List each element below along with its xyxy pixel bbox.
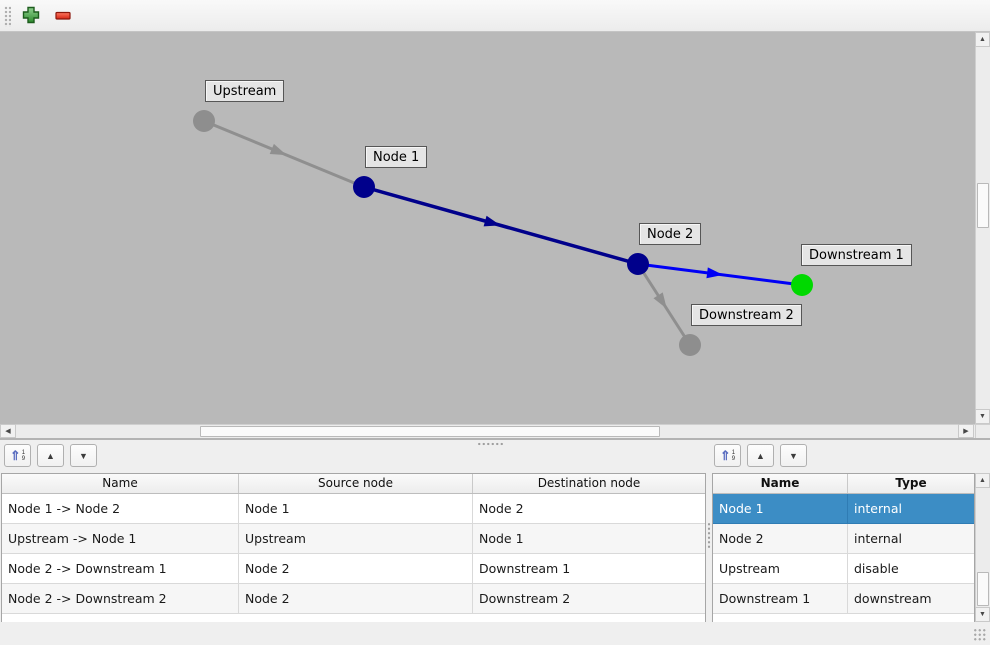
edge-name-cell[interactable]: Node 1 -> Node 2 — [2, 494, 239, 524]
node-name-cell[interactable]: Upstream — [713, 554, 848, 584]
destination-node-cell[interactable]: Node 1 — [473, 524, 705, 554]
destination-node-cell[interactable]: Downstream 2 — [473, 584, 705, 614]
destination-node-cell[interactable]: Downstream 1 — [473, 554, 705, 584]
edge-name-cell[interactable]: Upstream -> Node 1 — [2, 524, 239, 554]
node-upstream[interactable] — [193, 110, 215, 132]
plus-icon — [21, 5, 41, 28]
triangle-down-icon: ▼ — [789, 450, 798, 461]
remove-node-button[interactable] — [51, 5, 75, 28]
node-label-downstream2[interactable]: Downstream 2 — [691, 304, 802, 326]
edge-arrow-icon — [653, 292, 667, 309]
node-downstream2[interactable] — [679, 334, 701, 356]
column-header-name[interactable]: Name — [2, 474, 239, 493]
source-node-cell[interactable]: Upstream — [239, 524, 473, 554]
toolbar-grip[interactable] — [4, 6, 11, 27]
column-header-source-node[interactable]: Source node — [239, 474, 473, 493]
edge-name-cell[interactable]: Node 2 -> Downstream 1 — [2, 554, 239, 584]
horizontal-scrollbar-thumb[interactable] — [200, 426, 660, 437]
add-node-button[interactable] — [19, 5, 43, 28]
triangle-right-icon: ▶ — [963, 428, 969, 435]
nodes-table-header: Name Type — [713, 474, 974, 494]
node-type-cell[interactable]: internal — [848, 524, 974, 554]
node-type-cell[interactable]: disable — [848, 554, 974, 584]
node-name-cell[interactable]: Node 1 — [713, 494, 848, 524]
empty-row — [713, 614, 974, 622]
node-downstream1[interactable] — [791, 274, 813, 296]
column-header-destination-node[interactable]: Destination node — [537, 476, 641, 490]
graph-vertical-scrollbar[interactable]: ▲ ▼ — [975, 32, 990, 424]
triangle-up-icon: ▲ — [756, 450, 765, 461]
triangle-down-icon: ▼ — [979, 413, 986, 420]
scroll-down-button[interactable]: ▼ — [975, 409, 990, 424]
graph-horizontal-scrollbar[interactable]: ◀ ▶ — [0, 424, 975, 438]
edges-table: Name Source node Destination node Node 1… — [1, 473, 706, 622]
triangle-left-icon: ◀ — [5, 428, 11, 435]
table-row[interactable]: Node 1 -> Node 2 Node 1 Node 2 — [2, 494, 705, 524]
main-toolbar — [0, 0, 990, 32]
edge-node1-to-node2[interactable] — [363, 185, 639, 266]
minus-icon — [53, 5, 73, 28]
move-node-up-button[interactable]: ▲ — [747, 444, 774, 467]
triangle-up-icon: ▲ — [979, 477, 986, 484]
scrollbar-corner — [975, 424, 990, 438]
splitter-handle-icon[interactable] — [477, 442, 504, 446]
move-edge-up-button[interactable]: ▲ — [37, 444, 64, 467]
node-name-cell[interactable]: Node 2 — [713, 524, 848, 554]
scroll-up-button[interactable]: ▲ — [975, 32, 990, 47]
triangle-up-icon: ▲ — [46, 450, 55, 461]
nodes-table: Name Type Node 1 internal Node 2 interna… — [712, 473, 975, 622]
edge-arrow-icon — [706, 267, 724, 279]
edges-table-header: Name Source node Destination node — [2, 474, 705, 494]
node-node2[interactable] — [627, 253, 649, 275]
horizontal-splitter[interactable] — [0, 438, 990, 446]
scroll-left-button[interactable]: ◀ — [0, 424, 16, 438]
scroll-down-button[interactable]: ▼ — [975, 607, 990, 622]
node-label-downstream1[interactable]: Downstream 1 — [801, 244, 912, 266]
node-label-node2[interactable]: Node 2 — [639, 223, 702, 245]
edge-name-cell[interactable]: Node 2 -> Downstream 2 — [2, 584, 239, 614]
window-resize-grip[interactable] — [973, 628, 986, 641]
table-row[interactable]: Upstream -> Node 1 Upstream Node 1 — [2, 524, 705, 554]
node-type-cell[interactable]: internal — [848, 494, 974, 524]
table-row[interactable]: Node 2 -> Downstream 1 Node 2 Downstream… — [2, 554, 705, 584]
table-row[interactable]: Upstream disable — [713, 554, 974, 584]
source-node-cell[interactable]: Node 2 — [239, 584, 473, 614]
node-type-cell[interactable]: downstream — [848, 584, 974, 614]
graph-svg — [193, 110, 813, 356]
status-strip — [0, 622, 990, 645]
node-label-node1[interactable]: Node 1 — [365, 146, 428, 168]
edge-arrow-icon — [483, 215, 501, 227]
move-edge-down-button[interactable]: ▼ — [70, 444, 97, 467]
column-header-type[interactable]: Type — [895, 476, 927, 490]
empty-row — [2, 614, 705, 622]
vertical-scrollbar-thumb[interactable] — [977, 572, 989, 606]
table-row[interactable]: Node 2 -> Downstream 2 Node 2 Downstream… — [2, 584, 705, 614]
splitter-handle-icon[interactable] — [707, 522, 711, 548]
table-row[interactable]: Downstream 1 downstream — [713, 584, 974, 614]
node-node1[interactable] — [353, 176, 375, 198]
table-row[interactable]: Node 2 internal — [713, 524, 974, 554]
scroll-right-button[interactable]: ▶ — [958, 424, 974, 438]
vertical-splitter[interactable] — [706, 446, 712, 622]
table-row-selected[interactable]: Node 1 internal — [713, 494, 974, 524]
node-label-upstream[interactable]: Upstream — [205, 80, 285, 102]
source-node-cell[interactable]: Node 2 — [239, 554, 473, 584]
nodes-table-scrollbar[interactable]: ▲ ▼ — [975, 473, 990, 622]
triangle-down-icon: ▼ — [979, 611, 986, 618]
destination-node-cell[interactable]: Node 2 — [473, 494, 705, 524]
source-node-cell[interactable]: Node 1 — [239, 494, 473, 524]
move-node-down-button[interactable]: ▼ — [780, 444, 807, 467]
vertical-scrollbar-thumb[interactable] — [977, 183, 989, 228]
triangle-up-icon: ▲ — [979, 36, 986, 43]
scroll-up-button[interactable]: ▲ — [975, 473, 990, 488]
column-header-name[interactable]: Name — [713, 474, 848, 493]
edge-arrow-icon — [269, 143, 287, 156]
node-name-cell[interactable]: Downstream 1 — [713, 584, 848, 614]
triangle-down-icon: ▼ — [79, 450, 88, 461]
